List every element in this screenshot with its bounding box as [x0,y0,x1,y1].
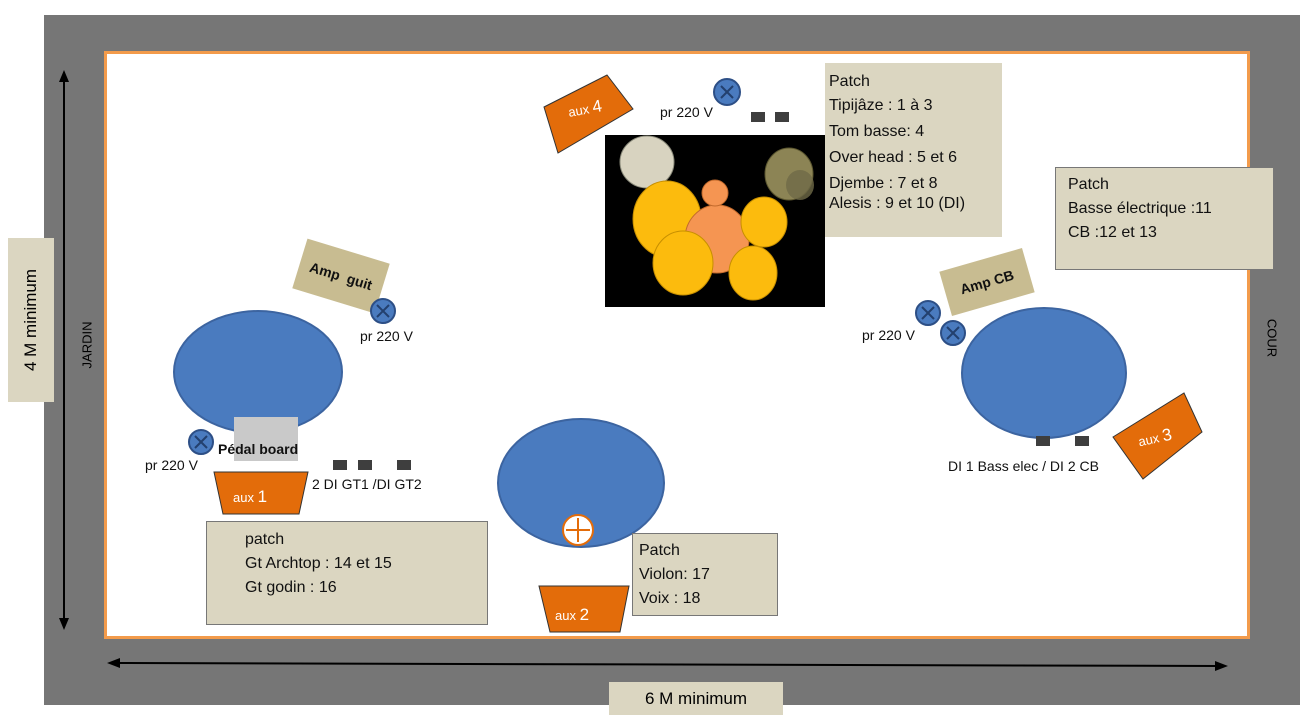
patch-guitar-title: patch [245,531,285,548]
patch-drums-line: Over head : 5 et 6 [829,149,958,166]
cb-amp: Amp CB [936,248,1042,316]
aux4-wedge: aux 4 [543,73,635,155]
power-label-top: pr 220 V [660,104,713,120]
di-bass-label: DI 1 Bass elec / DI 2 CB [948,458,1099,474]
cb-amp-label: Amp CB [958,266,1016,298]
aux2-wedge: aux 2 [538,585,630,633]
aux1-label: aux 1 [233,487,268,506]
aux3-wedge: aux 3 [1112,392,1204,484]
di-box-icon [358,460,372,470]
pedal-board-label: Pédal board [218,441,299,457]
di-guitar-label: 2 DI GT1 /DI GT2 [312,476,422,492]
aux4-shape [543,74,634,154]
power-outlet-icon [713,78,741,106]
violin-position [497,418,665,548]
patch-bass-title: Patch [1068,176,1109,193]
patch-bass: Patch Basse électrique :11 CB :12 et 13 [1055,167,1274,270]
power-outlet-icon [370,298,396,324]
patch-guitar: patch Gt Archtop : 14 et 15 Gt godin : 1… [206,521,488,625]
di-box-icon [397,460,411,470]
di-box-icon [1075,436,1089,446]
patch-violin-line: Violon: 17 [639,566,710,583]
width-scale-label: 6 M minimum [609,682,783,715]
patch-drums: Patch Tipijâze : 1 à 3 Tom basse: 4 Over… [825,63,1002,237]
pedal-board [234,417,298,461]
drum-kit [605,135,825,307]
jardin-text: JARDIN [79,321,95,369]
patch-drums-title: Patch [829,73,870,90]
di-box-icon [333,460,347,470]
patch-bass-line: CB :12 et 13 [1068,224,1157,241]
di-box-icon [751,112,765,122]
power-label-left: pr 220 V [145,457,198,473]
aux2-label: aux 2 [555,605,590,624]
height-scale-label: 4 M minimum [8,238,54,402]
patch-drums-line: Tipijâze : 1 à 3 [829,97,933,114]
guitarist-position [173,310,343,434]
aux2-shape [538,585,630,633]
patch-violin-line: Voix : 18 [639,590,701,607]
aux3-shape [1112,392,1203,480]
patch-drums-line: Alesis : 9 et 10 (DI) [829,195,966,212]
power-outlet-icon [188,429,214,455]
patch-violin-title: Patch [639,542,680,559]
aux1-wedge: aux 1 [213,471,309,515]
vocal-mic-icon [562,514,594,546]
aux1-shape [213,471,309,515]
bassist-position [961,307,1127,439]
patch-guitar-line: Gt godin : 16 [245,579,337,596]
height-scale-text: 4 M minimum [21,268,40,372]
patch-bass-line: Basse électrique :11 [1068,200,1212,217]
drum-kit-drawing [619,135,814,301]
patch-guitar-line: Gt Archtop : 14 et 15 [245,555,392,572]
cb-amp-box: Amp CB [939,248,1035,316]
width-scale-text: 6 M minimum [644,688,748,708]
patch-drums-line: Djembe : 7 et 8 [829,175,938,192]
patch-violin: Patch Violon: 17 Voix : 18 [632,533,778,616]
guitar-amp-label: Amp guit [307,258,375,294]
di-box-icon [775,112,789,122]
patch-drums-line: Tom basse: 4 [829,123,925,140]
di-box-icon [1036,436,1050,446]
power-label-right: pr 220 V [862,327,915,343]
power-outlet-icon [940,320,966,346]
power-label-guitar-amp: pr 220 V [360,328,413,344]
power-outlet-icon [915,300,941,326]
cour-text: COUR [1264,318,1280,358]
